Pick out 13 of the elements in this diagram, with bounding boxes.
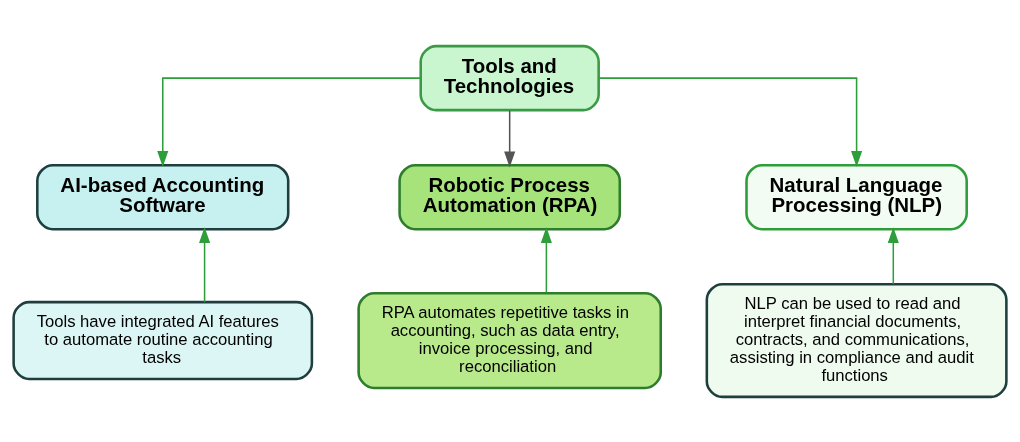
node-box: Natural Language Processing (NLP) bbox=[745, 163, 968, 230]
arrow bbox=[504, 109, 516, 167]
arrow bbox=[540, 226, 552, 294]
arrow bbox=[598, 76, 863, 167]
node-box: NLP can be used to read and interpret financial documents, contracts, and communications, assisting in compliance and audit functions bbox=[705, 282, 1008, 398]
node-box: Tools have integrated AI features to automate routine accounting tasks bbox=[12, 300, 314, 380]
arrow bbox=[199, 226, 211, 303]
arrow bbox=[157, 76, 422, 167]
node-box: Robotic Process Automation (RPA) bbox=[398, 163, 622, 230]
arrow bbox=[887, 226, 899, 285]
node-box: Tools and Technologies bbox=[419, 44, 600, 111]
node-box: RPA automates repetitive tasks in accounting, such as data entry, invoice processing, and reconciliation bbox=[357, 291, 662, 389]
node-box: AI-based Accounting Software bbox=[36, 163, 290, 230]
